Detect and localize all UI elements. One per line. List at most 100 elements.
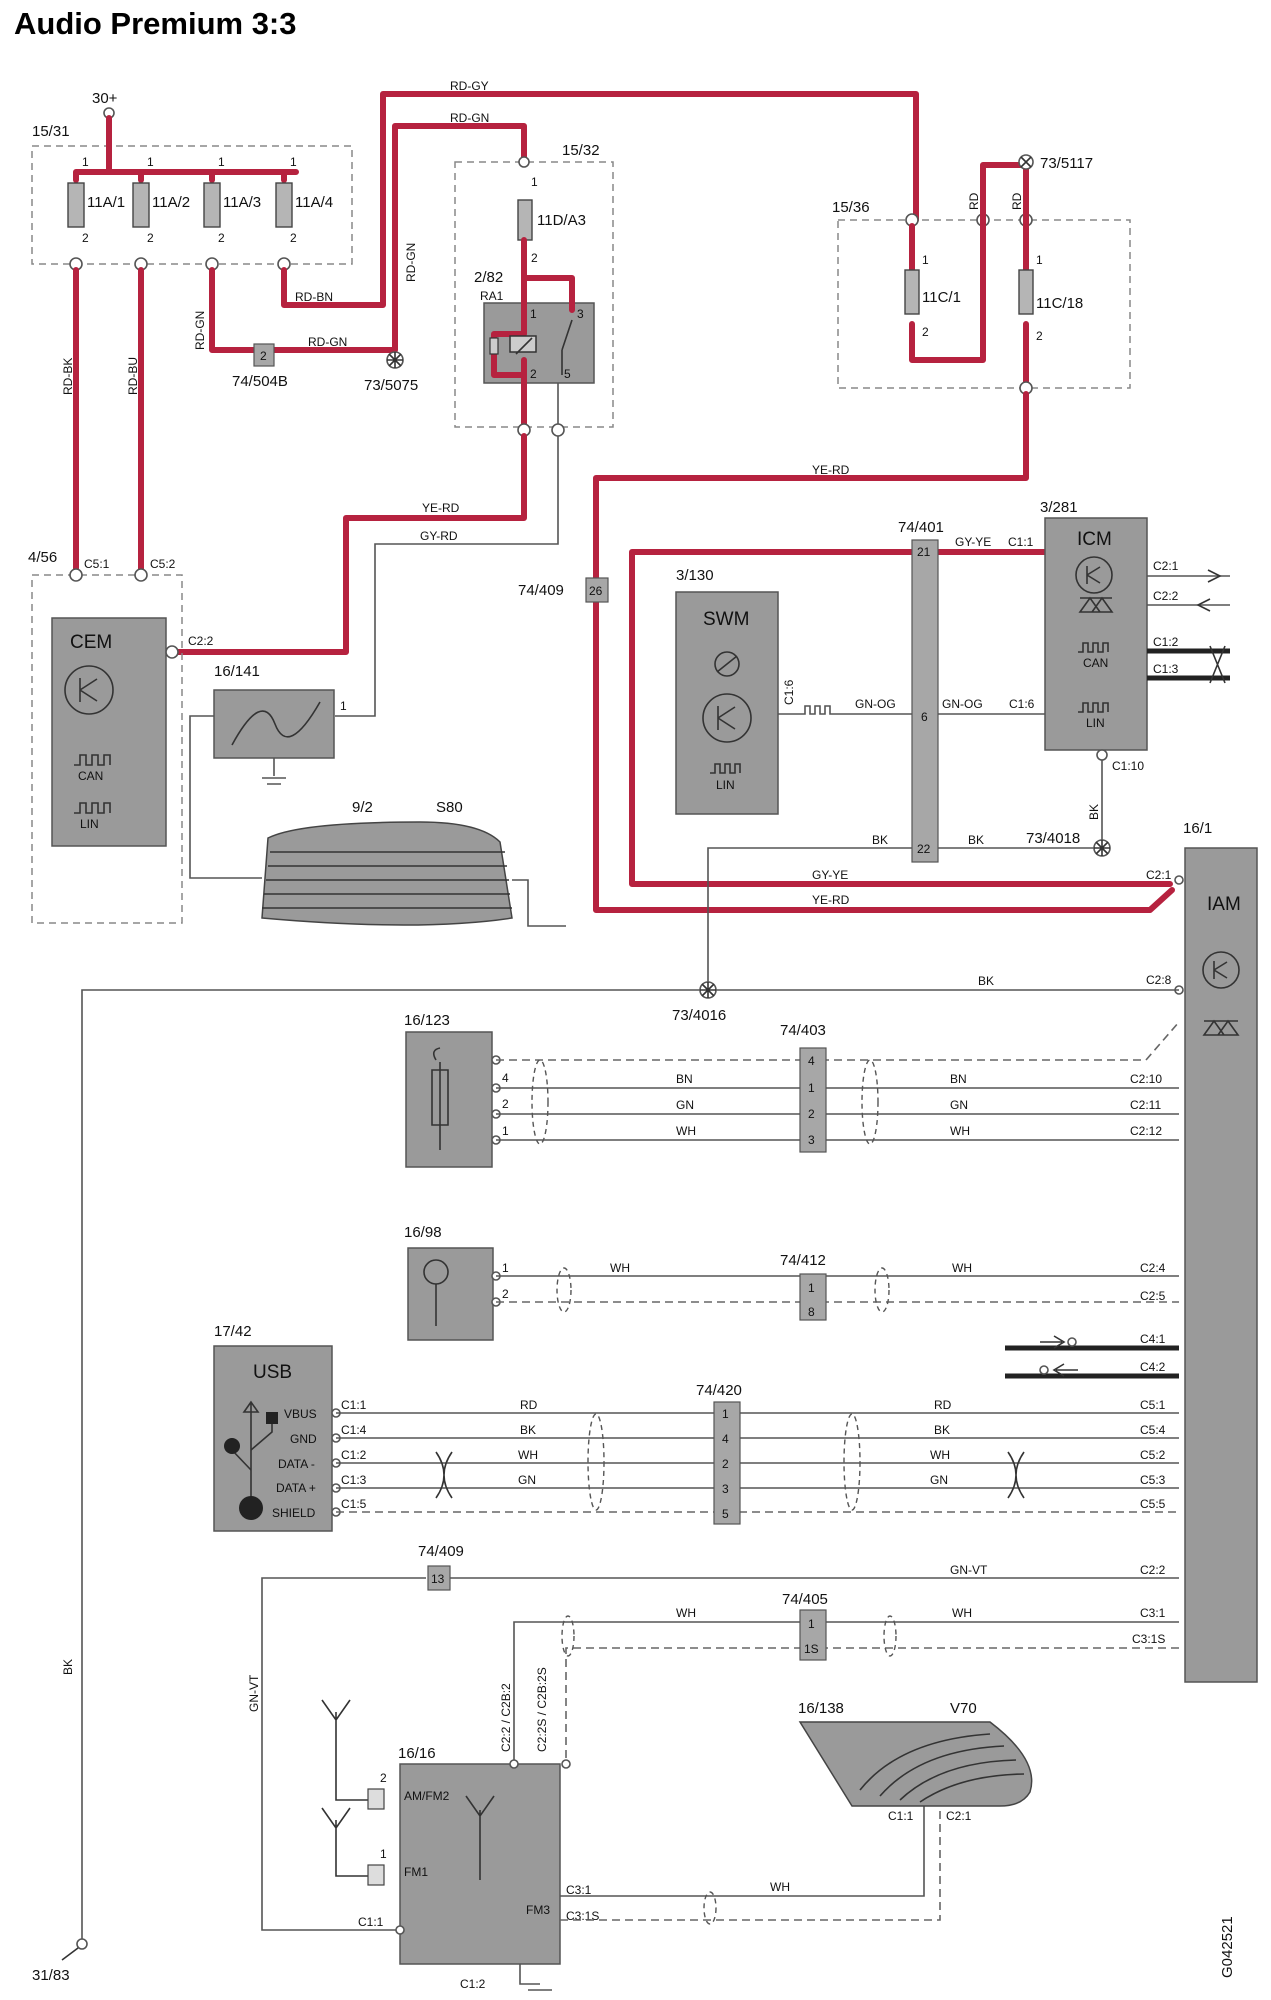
svg-text:GY-YE: GY-YE xyxy=(955,535,991,549)
connector-74-401 xyxy=(911,539,939,863)
svg-text:2: 2 xyxy=(530,367,537,381)
connector-74-412 xyxy=(799,1273,827,1321)
wire-rd-gy xyxy=(281,91,919,308)
svg-text:DATA +: DATA + xyxy=(276,1481,316,1495)
svg-text:8: 8 xyxy=(808,1305,815,1319)
svg-text:1: 1 xyxy=(530,307,537,321)
svg-text:11C/18: 11C/18 xyxy=(1036,295,1083,312)
svg-text:2: 2 xyxy=(380,1771,387,1785)
svg-text:1: 1 xyxy=(1036,253,1043,267)
svg-text:S80: S80 xyxy=(436,799,463,816)
svg-text:16/138: 16/138 xyxy=(798,1700,844,1717)
svg-text:C5:5: C5:5 xyxy=(1140,1497,1166,1511)
svg-text:73/4016: 73/4016 xyxy=(672,1007,726,1024)
svg-text:2: 2 xyxy=(502,1097,509,1111)
svg-text:ICM: ICM xyxy=(1077,529,1112,550)
svg-text:15/32: 15/32 xyxy=(562,142,600,159)
svg-text:C2:2: C2:2 xyxy=(1153,589,1179,603)
svg-text:C2:1: C2:1 xyxy=(946,1809,972,1823)
svg-text:3: 3 xyxy=(722,1482,729,1496)
svg-text:C1:2: C1:2 xyxy=(1153,635,1179,649)
svg-text:GY-YE: GY-YE xyxy=(812,868,848,882)
svg-text:RD-GN: RD-GN xyxy=(404,243,418,282)
svg-text:LIN: LIN xyxy=(1086,716,1105,730)
svg-text:C1:2: C1:2 xyxy=(341,1448,367,1462)
svg-text:3: 3 xyxy=(808,1133,815,1147)
svg-text:C4:2: C4:2 xyxy=(1140,1360,1166,1374)
svg-text:FM1: FM1 xyxy=(404,1865,428,1879)
svg-text:WH: WH xyxy=(950,1124,970,1138)
svg-text:RD: RD xyxy=(520,1398,538,1412)
svg-text:RD-GY: RD-GY xyxy=(450,79,489,93)
wire-rd-gn-upper xyxy=(209,123,527,353)
svg-text:74/504B: 74/504B xyxy=(232,373,288,390)
svg-text:WH: WH xyxy=(952,1261,972,1275)
svg-text:1: 1 xyxy=(340,699,347,713)
svg-text:4: 4 xyxy=(808,1054,815,1068)
svg-text:IAM: IAM xyxy=(1207,894,1241,915)
svg-text:74/405: 74/405 xyxy=(782,1591,828,1608)
svg-text:C3:1: C3:1 xyxy=(1140,1606,1166,1620)
svg-text:74/412: 74/412 xyxy=(780,1252,826,1269)
svg-text:1: 1 xyxy=(290,155,297,169)
page-title: Audio Premium 3:3 xyxy=(14,6,297,41)
wire-ye-rd-iam xyxy=(593,391,1175,913)
svg-text:FM3: FM3 xyxy=(526,1903,550,1917)
svg-text:C2:1: C2:1 xyxy=(1146,868,1172,882)
fuse-11a4: 11A/4 xyxy=(275,182,333,228)
svg-text:6: 6 xyxy=(921,710,928,724)
svg-text:USB: USB xyxy=(253,1362,292,1383)
filter-16-141 xyxy=(213,689,335,759)
fuse-11d-a3 xyxy=(517,199,533,241)
svg-text:RD-BN: RD-BN xyxy=(295,290,333,304)
svg-text:C2:11: C2:11 xyxy=(1130,1098,1161,1112)
svg-text:15/36: 15/36 xyxy=(832,199,870,216)
svg-text:RD-GN: RD-GN xyxy=(193,311,207,350)
svg-text:16/141: 16/141 xyxy=(214,663,260,680)
svg-text:C2:8: C2:8 xyxy=(1146,973,1172,987)
svg-text:GY-RD: GY-RD xyxy=(420,529,458,543)
svg-text:WH: WH xyxy=(676,1124,696,1138)
usb-icon xyxy=(224,1400,278,1520)
svg-text:11A/2: 11A/2 xyxy=(152,194,190,211)
wire-relay-feed xyxy=(491,237,575,433)
svg-text:2: 2 xyxy=(260,349,267,363)
svg-text:YE-RD: YE-RD xyxy=(812,893,850,907)
svg-text:1: 1 xyxy=(502,1124,509,1138)
svg-text:4: 4 xyxy=(502,1071,509,1085)
svg-text:SHIELD: SHIELD xyxy=(272,1506,316,1520)
wire-gn-vt xyxy=(261,1577,1179,1931)
wire-gy-rd xyxy=(335,436,559,717)
rear-screen-v70 xyxy=(798,1721,1033,1807)
svg-text:WH: WH xyxy=(610,1261,630,1275)
svg-text:16/123: 16/123 xyxy=(404,1012,450,1029)
svg-text:WH: WH xyxy=(518,1448,538,1462)
svg-text:C2:4: C2:4 xyxy=(1140,1261,1166,1275)
svg-text:VBUS: VBUS xyxy=(284,1407,317,1421)
svg-text:GN: GN xyxy=(930,1473,948,1487)
svg-text:BK: BK xyxy=(1087,804,1101,820)
svg-text:RD-GN: RD-GN xyxy=(308,335,347,349)
svg-text:1: 1 xyxy=(808,1281,815,1295)
svg-text:74/401: 74/401 xyxy=(898,519,944,536)
svg-text:AM/FM2: AM/FM2 xyxy=(404,1789,450,1803)
svg-text:11A/1: 11A/1 xyxy=(87,194,125,211)
svg-text:C2:10: C2:10 xyxy=(1130,1072,1162,1086)
svg-text:16/16: 16/16 xyxy=(398,1745,436,1762)
iam-module xyxy=(1184,847,1258,1683)
svg-text:GN: GN xyxy=(518,1473,536,1487)
svg-text:LIN: LIN xyxy=(80,817,99,831)
transistor-icon-swm xyxy=(702,693,752,743)
svg-text:74/420: 74/420 xyxy=(696,1382,742,1399)
power-30-label: 30+ xyxy=(92,90,118,107)
svg-text:C1:2: C1:2 xyxy=(460,1977,486,1991)
svg-text:V70: V70 xyxy=(950,1700,977,1717)
svg-text:16/1: 16/1 xyxy=(1183,820,1212,837)
svg-text:BK: BK xyxy=(872,833,888,847)
antenna-fm1-icon: 1 xyxy=(321,1807,387,1886)
svg-text:WH: WH xyxy=(930,1448,950,1462)
svg-text:RD: RD xyxy=(934,1398,952,1412)
svg-text:C5:2: C5:2 xyxy=(150,557,176,571)
svg-text:C3:1S: C3:1S xyxy=(566,1909,599,1923)
